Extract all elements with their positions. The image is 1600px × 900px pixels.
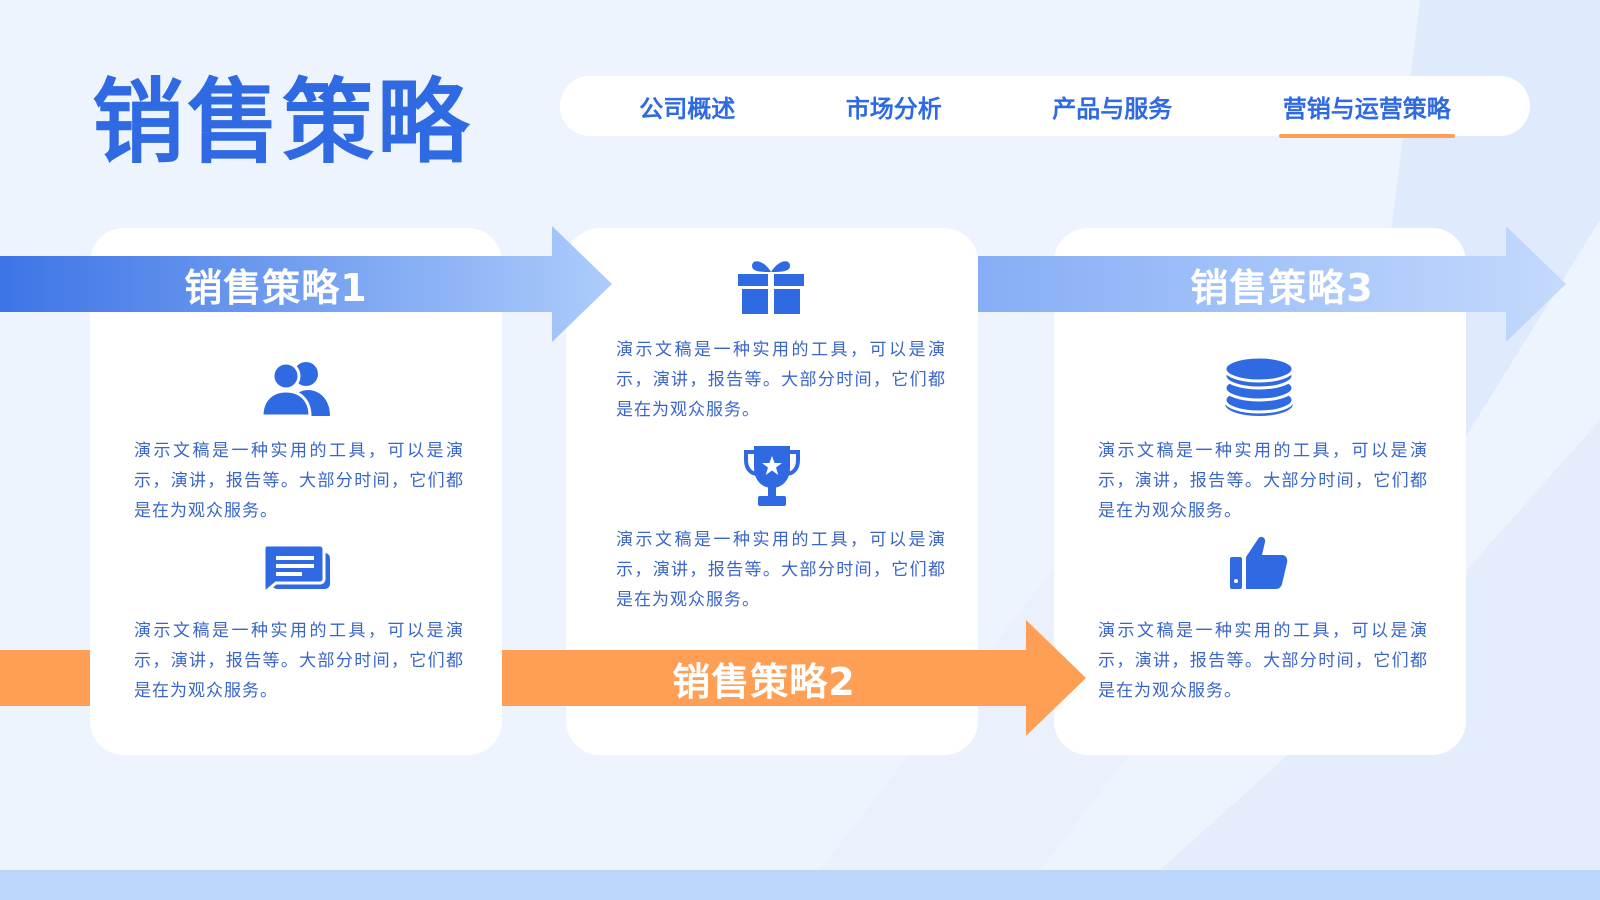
strategy-label-1: 销售策略1 xyxy=(184,265,368,310)
strategy-label-3: 销售策略3 xyxy=(1190,265,1374,310)
trophy-icon xyxy=(744,444,800,508)
users-icon xyxy=(262,360,330,416)
tab-company-overview[interactable]: 公司概述 xyxy=(639,94,736,123)
tab-marketing-operations[interactable]: 营销与运营策略 xyxy=(1278,83,1455,138)
strategy-arrow-2: 销售策略2 xyxy=(0,620,1086,736)
item-text-4: 演示文稿是一种实用的工具，可以是演示，演讲，报告等。大部分时间，它们都是在为观众… xyxy=(616,530,946,610)
strategy-card-1 xyxy=(90,228,502,755)
tab-market-analysis[interactable]: 市场分析 xyxy=(845,94,942,123)
item-text-2: 演示文稿是一种实用的工具，可以是演示，演讲，报告等。大部分时间，它们都是在为观众… xyxy=(134,621,464,701)
item-text-3: 演示文稿是一种实用的工具，可以是演示，演讲，报告等。大部分时间，它们都是在为观众… xyxy=(616,340,946,420)
item-text-6: 演示文稿是一种实用的工具，可以是演示，演讲，报告等。大部分时间，它们都是在为观众… xyxy=(1098,621,1428,701)
top-navigation: 公司概述 市场分析 产品与服务 营销与运营策略 xyxy=(560,76,1530,138)
strategy-label-2: 销售策略2 xyxy=(672,659,856,704)
strategy-arrow-3: 销售策略3 xyxy=(978,226,1566,342)
chat-message-icon xyxy=(262,545,330,593)
bottom-bar xyxy=(0,870,1600,900)
tab-products-services[interactable]: 产品与服务 xyxy=(1052,94,1173,123)
item-text-1: 演示文稿是一种实用的工具，可以是演示，演讲，报告等。大部分时间，它们都是在为观众… xyxy=(134,441,464,521)
item-text-5: 演示文稿是一种实用的工具，可以是演示，演讲，报告等。大部分时间，它们都是在为观众… xyxy=(1098,441,1428,521)
strategy-arrow-1: 销售策略1 xyxy=(0,226,612,342)
page-title: 销售策略 xyxy=(92,69,473,176)
strategy-card-3 xyxy=(1054,228,1466,755)
gift-icon xyxy=(738,258,804,314)
coins-stack-icon xyxy=(1224,356,1294,418)
thumbs-up-icon xyxy=(1230,535,1288,589)
